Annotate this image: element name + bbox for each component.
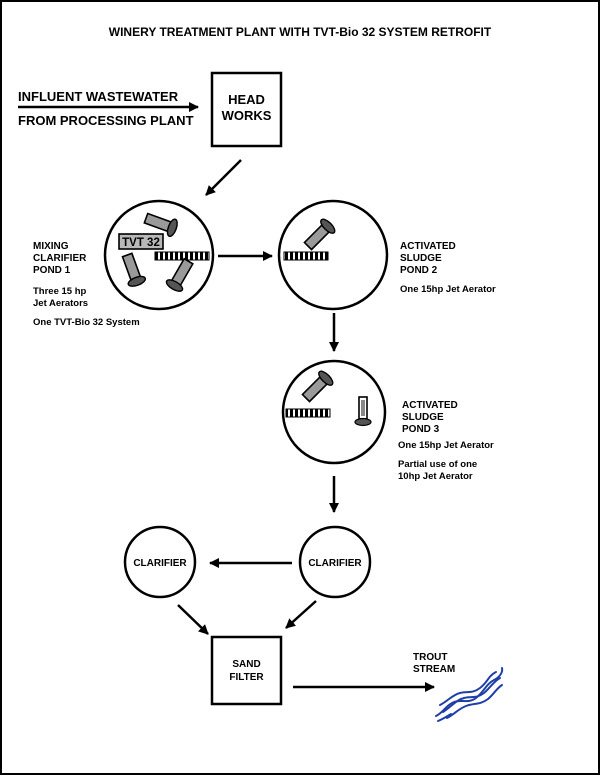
clarifier-right-label: CLARIFIER <box>308 558 362 569</box>
headworks-line-1: HEAD <box>228 92 265 107</box>
tvt-32-unit <box>118 233 164 250</box>
pond-2-aerators: One 15hp Jet Aerator <box>400 284 496 295</box>
pond-1-description: MIXING CLARIFIER POND 1 Three 15 hp Jet … <box>33 241 140 328</box>
pond-1: TVT 32 <box>103 199 215 311</box>
pond-3-diffuser <box>285 408 331 418</box>
clarifier-right: CLARIFIER <box>298 525 372 599</box>
stream-icon <box>435 667 504 722</box>
pond-3-name-line-3: POND 3 <box>402 424 440 435</box>
headworks-line-2: WORKS <box>222 108 272 123</box>
diagram-title: WINERY TREATMENT PLANT WITH TVT-Bio 32 S… <box>109 25 492 39</box>
clarifier-left: CLARIFIER <box>123 525 197 599</box>
pond-1-name-line-3: POND 1 <box>33 265 71 276</box>
pond-3-aerators: One 15hp Jet Aerator <box>398 440 494 451</box>
pond-1-system: One TVT-Bio 32 System <box>33 317 140 328</box>
arrow-headworks-to-pond1 <box>205 159 242 196</box>
pond-3-circle <box>281 359 387 465</box>
clarifier-left-label: CLARIFIER <box>133 558 187 569</box>
pond-2-description: ACTIVATED SLUDGE POND 2 One 15hp Jet Aer… <box>400 241 496 295</box>
pond-2-name-line-2: SLUDGE <box>400 253 442 264</box>
pond-2-name-line-3: POND 2 <box>400 265 438 276</box>
pond-3-partial-line-2: 10hp Jet Aerator <box>398 471 473 482</box>
pond-2-name-line-1: ACTIVATED <box>400 241 456 252</box>
influent-line-2: FROM PROCESSING PLANT <box>18 113 194 128</box>
influent-label: INFLUENT WASTEWATER FROM PROCESSING PLAN… <box>18 89 194 128</box>
influent-line-1: INFLUENT WASTEWATER <box>18 89 179 104</box>
headworks-box: HEAD WORKS <box>210 71 283 148</box>
pond-2-diffuser <box>283 251 329 261</box>
sand-filter-line-2: FILTER <box>229 672 264 683</box>
tvt-32-label: TVT 32 <box>122 237 160 249</box>
sand-filter-box: SAND FILTER <box>210 635 283 706</box>
pond-2 <box>277 199 389 311</box>
pond-3-partial-line-1: Partial use of one <box>398 459 477 470</box>
tvt-diffuser <box>154 251 210 261</box>
pond-1-name-line-2: CLARIFIER <box>33 253 87 264</box>
partial-jet-aerator <box>354 396 372 427</box>
sand-filter-line-1: SAND <box>232 659 260 670</box>
trout-stream-label: TROUT STREAM <box>413 652 455 675</box>
pond-3-name-line-1: ACTIVATED <box>402 400 458 411</box>
arrow-left-clarifier-to-sand-filter <box>177 604 209 635</box>
pond-1-aerators-line-1: Three 15 hp <box>33 286 87 297</box>
pond-1-name-line-1: MIXING <box>33 241 69 252</box>
arrow-right-clarifier-to-sand-filter <box>285 600 317 629</box>
pond-2-circle <box>277 199 389 311</box>
trout-stream-line-2: STREAM <box>413 664 455 675</box>
trout-stream-line-1: TROUT <box>413 652 447 663</box>
pond-3-name-line-2: SLUDGE <box>402 412 444 423</box>
pond-3 <box>281 359 387 465</box>
pond-3-description: ACTIVATED SLUDGE POND 3 One 15hp Jet Aer… <box>398 400 494 482</box>
pond-1-aerators-line-2: Jet Aerators <box>33 298 88 309</box>
